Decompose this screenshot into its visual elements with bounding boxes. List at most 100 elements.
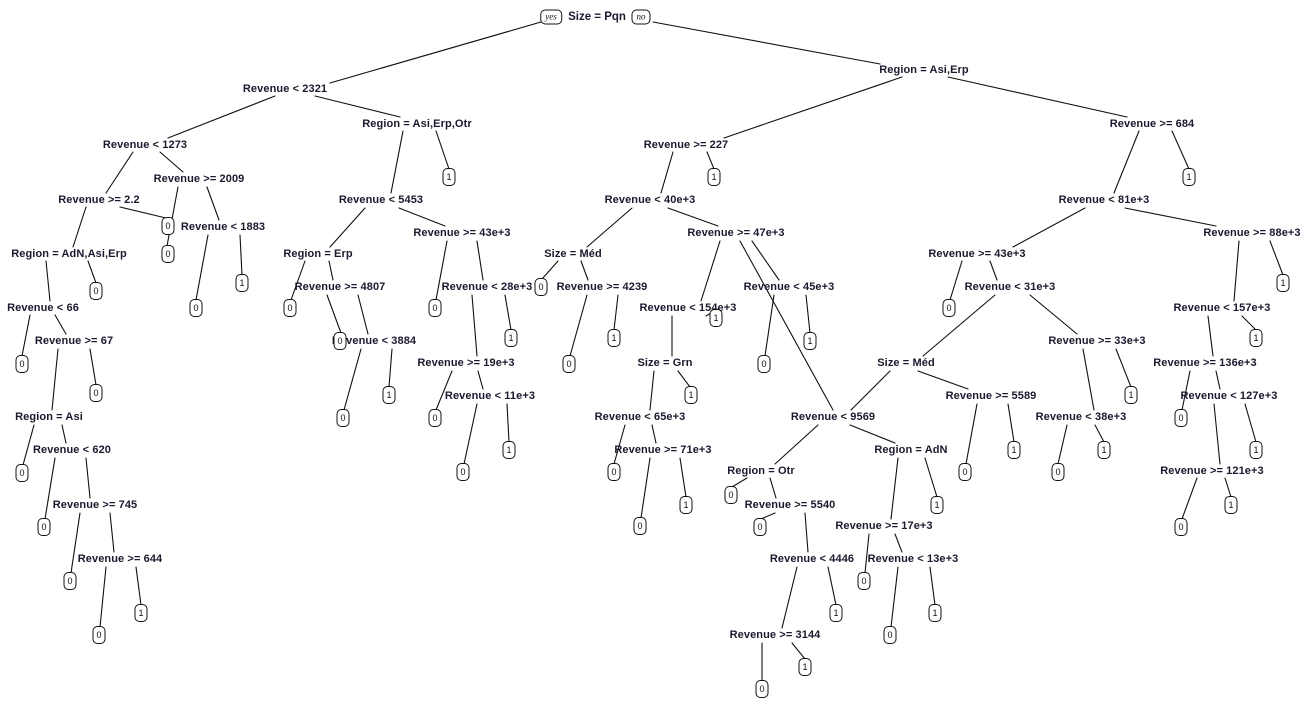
leaf-node[interactable]: 0 — [942, 299, 956, 317]
leaf-node[interactable]: 0 — [562, 355, 576, 373]
split-node[interactable]: Revenue >= 121e+3 — [1160, 465, 1264, 477]
split-node[interactable]: Size = Méd — [877, 357, 935, 369]
leaf-node[interactable]: 0 — [89, 384, 103, 402]
leaf-node[interactable]: 1 — [134, 604, 148, 622]
leaf-node[interactable]: 0 — [724, 486, 738, 504]
leaf-node[interactable]: 0 — [161, 245, 175, 263]
split-node[interactable]: Region = Asi,Erp,Otr — [362, 118, 472, 130]
split-node[interactable]: Revenue >= 17e+3 — [835, 520, 933, 532]
leaf-node[interactable]: 1 — [502, 441, 516, 459]
split-node[interactable]: Region = AdN — [874, 444, 948, 456]
leaf-node[interactable]: 1 — [382, 386, 396, 404]
leaf-node[interactable]: 1 — [235, 274, 249, 292]
split-node[interactable]: Revenue < 65e+3 — [594, 411, 686, 423]
leaf-node[interactable]: 1 — [504, 329, 518, 347]
split-node[interactable]: Revenue >= 71e+3 — [614, 444, 712, 456]
split-node[interactable]: Size = Grn — [637, 357, 693, 369]
leaf-node[interactable]: 1 — [803, 332, 817, 350]
leaf-node[interactable]: 0 — [161, 217, 175, 235]
split-node[interactable]: Revenue >= 67 — [34, 335, 114, 347]
leaf-node[interactable]: 1 — [1224, 496, 1238, 514]
leaf-node[interactable]: 1 — [1007, 441, 1021, 459]
leaf-node[interactable]: 0 — [37, 518, 51, 536]
leaf-node[interactable]: 0 — [283, 299, 297, 317]
leaf-node[interactable]: 0 — [1174, 518, 1188, 536]
leaf-node[interactable]: 0 — [958, 463, 972, 481]
leaf-node[interactable]: 1 — [1249, 329, 1263, 347]
split-node[interactable]: Revenue >= 227 — [643, 139, 729, 151]
split-node[interactable]: Revenue >= 88e+3 — [1203, 227, 1301, 239]
split-node[interactable]: Region = Erp — [283, 248, 353, 260]
leaf-node[interactable]: 0 — [333, 332, 347, 350]
leaf-node[interactable]: 0 — [336, 409, 350, 427]
leaf-node[interactable]: 1 — [707, 168, 721, 186]
leaf-node[interactable]: 1 — [1249, 441, 1263, 459]
leaf-node[interactable]: 0 — [428, 409, 442, 427]
leaf-node[interactable]: 1 — [1182, 168, 1196, 186]
split-node[interactable]: Size = Méd — [544, 248, 602, 260]
split-node[interactable]: Revenue >= 4239 — [556, 281, 648, 293]
leaf-node[interactable]: 0 — [757, 355, 771, 373]
leaf-node[interactable]: 1 — [442, 168, 456, 186]
leaf-node[interactable]: 0 — [857, 572, 871, 590]
leaf-node[interactable]: 0 — [428, 299, 442, 317]
split-node[interactable]: Revenue >= 4807 — [294, 281, 386, 293]
split-node[interactable]: Revenue >= 3144 — [729, 629, 821, 641]
split-node[interactable]: Revenue >= 47e+3 — [687, 227, 785, 239]
leaf-node[interactable]: 0 — [15, 355, 29, 373]
split-node[interactable]: Revenue >= 19e+3 — [417, 357, 515, 369]
leaf-node[interactable]: 0 — [189, 299, 203, 317]
split-node[interactable]: Revenue < 2321 — [242, 83, 328, 95]
split-node[interactable]: Revenue < 28e+3 — [441, 281, 533, 293]
leaf-node[interactable]: 1 — [829, 604, 843, 622]
leaf-node[interactable]: 0 — [534, 278, 548, 296]
split-node[interactable]: Revenue < 66 — [7, 302, 79, 314]
leaf-node[interactable]: 0 — [89, 282, 103, 300]
split-node[interactable]: Revenue >= 2009 — [153, 173, 245, 185]
split-node[interactable]: Revenue < 127e+3 — [1180, 390, 1278, 402]
leaf-node[interactable]: 1 — [930, 496, 944, 514]
leaf-node[interactable]: 0 — [607, 463, 621, 481]
split-node[interactable]: Revenue >= 644 — [77, 553, 163, 565]
leaf-node[interactable]: 0 — [753, 518, 767, 536]
split-node[interactable]: Revenue < 4446 — [769, 553, 855, 565]
split-node[interactable]: Revenue >= 745 — [52, 499, 138, 511]
split-node[interactable]: Region = AdN,Asi,Erp — [11, 248, 127, 260]
split-node[interactable]: Revenue < 1883 — [180, 221, 266, 233]
split-node[interactable]: Region = Asi,Erp — [879, 64, 969, 76]
split-node[interactable]: Revenue < 45e+3 — [743, 281, 835, 293]
split-node[interactable]: Revenue >= 5540 — [744, 499, 836, 511]
split-node[interactable]: Revenue < 40e+3 — [604, 194, 696, 206]
leaf-node[interactable]: 1 — [684, 386, 698, 404]
split-node[interactable]: Revenue >= 33e+3 — [1048, 335, 1146, 347]
split-node[interactable]: Revenue < 157e+3 — [1173, 302, 1271, 314]
split-node[interactable]: Region = Otr — [727, 465, 795, 477]
leaf-node[interactable]: 1 — [1124, 386, 1138, 404]
split-node[interactable]: Revenue < 11e+3 — [444, 390, 536, 402]
leaf-node[interactable]: 0 — [633, 517, 647, 535]
leaf-node[interactable]: 0 — [1174, 409, 1188, 427]
leaf-node[interactable]: 0 — [1051, 463, 1065, 481]
leaf-node[interactable]: 1 — [1097, 441, 1111, 459]
leaf-node[interactable]: 1 — [798, 658, 812, 676]
split-node[interactable]: Revenue < 13e+3 — [867, 553, 959, 565]
leaf-node[interactable]: 0 — [456, 463, 470, 481]
split-node[interactable]: Revenue >= 5589 — [945, 390, 1037, 402]
root-split-node[interactable]: Size = Pqn — [568, 11, 626, 23]
leaf-node[interactable]: 0 — [15, 464, 29, 482]
leaf-node[interactable]: 0 — [92, 626, 106, 644]
leaf-node[interactable]: 1 — [1276, 274, 1290, 292]
split-node[interactable]: Revenue < 1273 — [102, 139, 188, 151]
leaf-node[interactable]: 0 — [883, 626, 897, 644]
leaf-node[interactable]: 0 — [755, 680, 769, 698]
split-node[interactable]: Region = Asi — [15, 411, 83, 423]
split-node[interactable]: Revenue >= 2.2 — [58, 194, 140, 206]
split-node[interactable]: Revenue < 9569 — [790, 411, 876, 423]
split-node[interactable]: Revenue < 3884 — [331, 335, 417, 347]
leaf-node[interactable]: 1 — [709, 309, 723, 327]
split-node[interactable]: Revenue >= 684 — [1109, 118, 1195, 130]
split-node[interactable]: Revenue < 38e+3 — [1035, 411, 1127, 423]
split-node[interactable]: Revenue < 620 — [32, 444, 112, 456]
leaf-node[interactable]: 1 — [928, 604, 942, 622]
split-node[interactable]: Revenue >= 43e+3 — [928, 248, 1026, 260]
